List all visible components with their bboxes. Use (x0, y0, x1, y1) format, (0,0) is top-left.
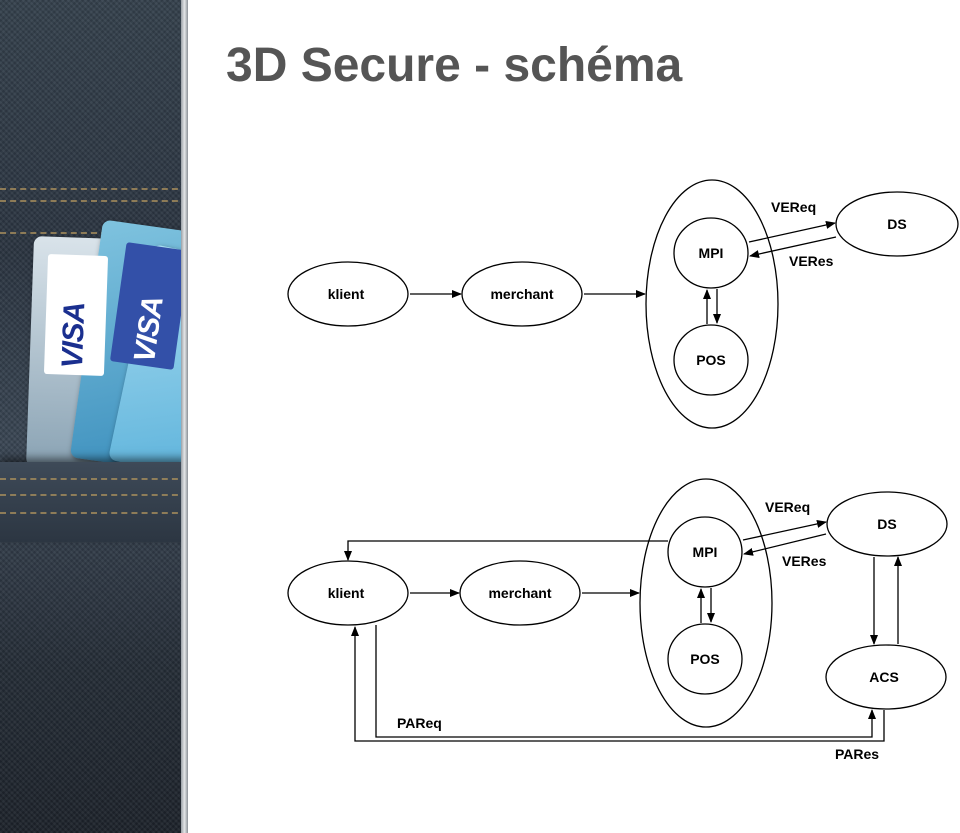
arrow-vereq (748, 221, 836, 243)
vereq-label: VEReq (765, 499, 810, 515)
arrow-pares (351, 626, 885, 742)
arrow-mpi-klient (344, 540, 668, 561)
pos-node (673, 324, 749, 396)
vereq-label: VEReq (771, 199, 816, 215)
klient-node (287, 261, 409, 327)
klient-label: klient (328, 286, 365, 302)
divider-band (181, 0, 188, 833)
ds-label: DS (887, 216, 906, 232)
mpi-node (673, 217, 749, 289)
slide-title: 3D Secure - schéma (226, 39, 683, 92)
pos-node (667, 623, 743, 695)
pos-label: POS (696, 352, 726, 368)
pares-label: PARes (835, 746, 879, 762)
veres-label: VERes (782, 553, 827, 569)
arrow-pareq (375, 625, 876, 738)
ds-node (826, 491, 948, 557)
merchant-node (461, 261, 583, 327)
acs-label: ACS (869, 669, 899, 685)
veres-label: VERes (789, 253, 834, 269)
merchant-label: merchant (488, 585, 551, 601)
klient-label: klient (328, 585, 365, 601)
arrow-veres (743, 533, 827, 556)
mpi-label: MPI (693, 544, 718, 560)
arrow-veres (749, 236, 837, 258)
pareq-label: PAReq (397, 715, 442, 731)
mpi-label: MPI (699, 245, 724, 261)
acs-node (825, 644, 947, 710)
klient-node (287, 560, 409, 626)
mpi-node (667, 516, 743, 588)
arrow-vereq (742, 519, 827, 541)
merchant-node (459, 560, 581, 626)
pos-label: POS (690, 651, 720, 667)
jeans-pocket (0, 462, 188, 542)
ds-label: DS (877, 516, 896, 532)
merchant-label: merchant (490, 286, 553, 302)
ds-node (835, 191, 959, 257)
side-photo: VISA VISA (0, 0, 188, 833)
